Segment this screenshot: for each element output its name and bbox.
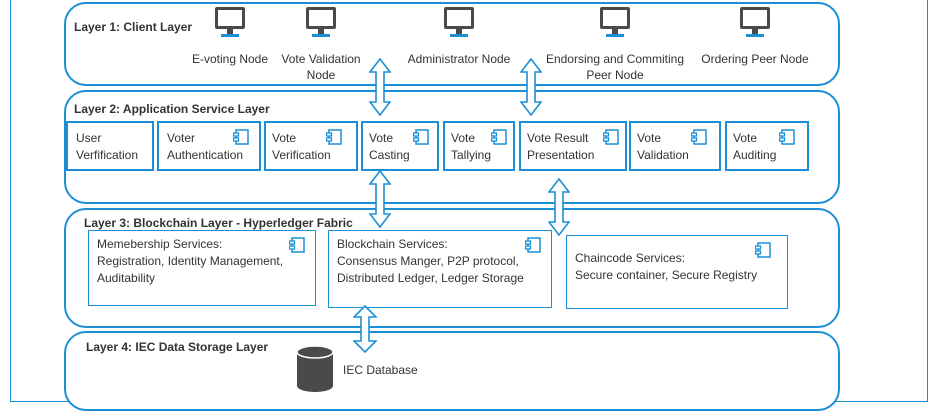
service-label: Vote Verification <box>272 131 331 162</box>
double-arrow-icon <box>369 170 391 228</box>
membership-services-body: Registration, Identity Management, Audit… <box>97 254 284 285</box>
component-icon <box>691 129 707 145</box>
node-label: Endorsing and Commiting Peer Node <box>545 52 685 82</box>
service-vote-auditing: Vote Auditing <box>725 121 809 171</box>
component-icon <box>603 129 619 145</box>
application-service-layer-title: Layer 2: Application Service Layer <box>74 102 270 116</box>
service-vote-verification: Vote Verification <box>264 121 358 171</box>
node-label: Vote Validation Node <box>281 52 361 82</box>
membership-services-title: Memebership Services: <box>97 237 223 251</box>
client-layer-title: Layer 1: Client Layer <box>74 20 193 34</box>
service-label: Voter Authentication <box>167 131 244 162</box>
blockchain-services-title: Blockchain Services: <box>337 237 448 251</box>
monitor-icon <box>306 7 336 37</box>
node-label: Administrator Node <box>407 52 511 66</box>
component-icon <box>413 129 429 145</box>
double-arrow-icon <box>369 58 391 116</box>
double-arrow-icon <box>353 305 377 353</box>
service-user-verification: User Verfification <box>66 121 154 171</box>
double-arrow-icon <box>548 178 570 236</box>
service-vote-tallying: Vote Tallying <box>443 121 515 171</box>
blockchain-layer-title: Layer 3: Blockchain Layer - Hyperledger … <box>84 216 353 230</box>
service-vote-casting: Vote Casting <box>361 121 439 171</box>
ordering-peer-node: Ordering Peer Node <box>690 5 820 67</box>
component-icon <box>326 129 342 145</box>
data-storage-layer-title: Layer 4: IEC Data Storage Layer <box>86 340 269 354</box>
component-icon <box>289 237 305 253</box>
vote-validation-node: Vote Validation Node <box>256 5 386 83</box>
component-icon <box>755 242 771 258</box>
service-label: Vote Tallying <box>451 131 492 162</box>
node-label: E-voting Node <box>191 52 269 66</box>
endorsing-peer-node: Endorsing and Commiting Peer Node <box>540 5 690 83</box>
component-icon <box>779 129 795 145</box>
service-label: Vote Auditing <box>733 131 777 162</box>
chaincode-services-title: Chaincode Services: <box>575 251 686 265</box>
chaincode-services-body: Secure container, Secure Registry <box>575 268 758 282</box>
service-vote-validation: Vote Validation <box>629 121 721 171</box>
service-label: Vote Result Presentation <box>527 131 595 162</box>
monitor-icon <box>215 7 245 37</box>
database-icon <box>296 345 334 392</box>
service-label: Vote Validation <box>637 131 689 162</box>
database-label: IEC Database <box>343 363 418 377</box>
membership-services-box: Memebership Services: Registration, Iden… <box>88 230 316 306</box>
monitor-icon <box>740 7 770 37</box>
administrator-node: Administrator Node <box>394 5 524 67</box>
service-vote-result-presentation: Vote Result Presentation <box>519 121 627 171</box>
chaincode-services-box: Chaincode Services: Secure container, Se… <box>566 235 788 309</box>
monitor-icon <box>600 7 630 37</box>
service-label: Vote Casting <box>369 131 410 162</box>
blockchain-services-body: Consensus Manger, P2P protocol, Distribu… <box>337 254 524 285</box>
monitor-icon <box>444 7 474 37</box>
blockchain-services-box: Blockchain Services: Consensus Manger, P… <box>328 230 552 308</box>
component-icon <box>525 237 541 253</box>
data-storage-layer: Layer 4: IEC Data Storage Layer <box>64 331 840 411</box>
service-voter-authentication: Voter Authentication <box>157 121 261 171</box>
component-icon <box>233 129 249 145</box>
double-arrow-icon <box>520 58 542 116</box>
component-icon <box>491 129 507 145</box>
e-voting-node: E-voting Node <box>165 5 295 67</box>
node-label: Ordering Peer Node <box>701 52 809 66</box>
service-label: User Verfification <box>76 131 139 162</box>
